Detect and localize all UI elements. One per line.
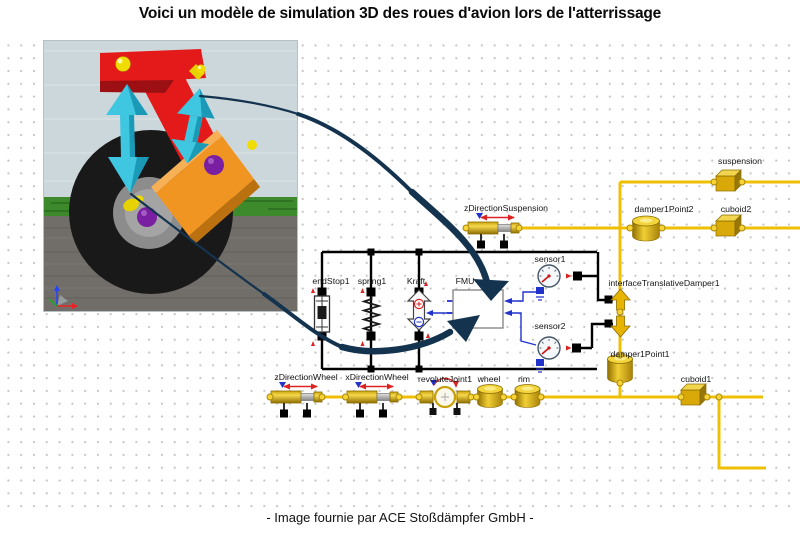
label-revolute-joint1: revoluteJoint1 [417, 374, 473, 384]
label-cuboid1: cuboid1 [680, 374, 712, 384]
cyan-motion-arrow-left [106, 84, 149, 193]
label-spring1: spring1 [357, 276, 387, 286]
axis-triad-icon [48, 285, 78, 309]
label-interface-translative-damper1: interfaceTranslativeDamper1 [608, 278, 720, 288]
label-xdirection-wheel: xDirectionWheel [345, 372, 409, 382]
label-fmu: FMU [455, 276, 475, 286]
label-zdirection-suspension: zDirectionSuspension [463, 203, 549, 213]
label-endstop1: endStop1 [312, 276, 350, 286]
label-kraft: Kraft [406, 276, 426, 286]
gear-3d-scene [43, 40, 298, 312]
label-sensor1: sensor1 [534, 254, 566, 264]
label-sensor2: sensor2 [534, 321, 566, 331]
label-damper1point1: damper1Point1 [610, 349, 670, 359]
label-suspension: suspension [718, 156, 762, 166]
label-cuboid2: cuboid2 [720, 204, 752, 214]
label-wheel: wheel [477, 374, 501, 384]
label-damper1point2: damper1Point2 [634, 204, 694, 214]
gear-3d-render [43, 40, 298, 312]
label-rim: rim [517, 374, 531, 384]
image-credit-caption: - Image fournie par ACE Stoßdämpfer GmbH… [266, 510, 534, 525]
page-title: Voici un modèle de simulation 3D des rou… [138, 5, 662, 22]
label-zdirection-wheel: zDirectionWheel [274, 372, 338, 382]
